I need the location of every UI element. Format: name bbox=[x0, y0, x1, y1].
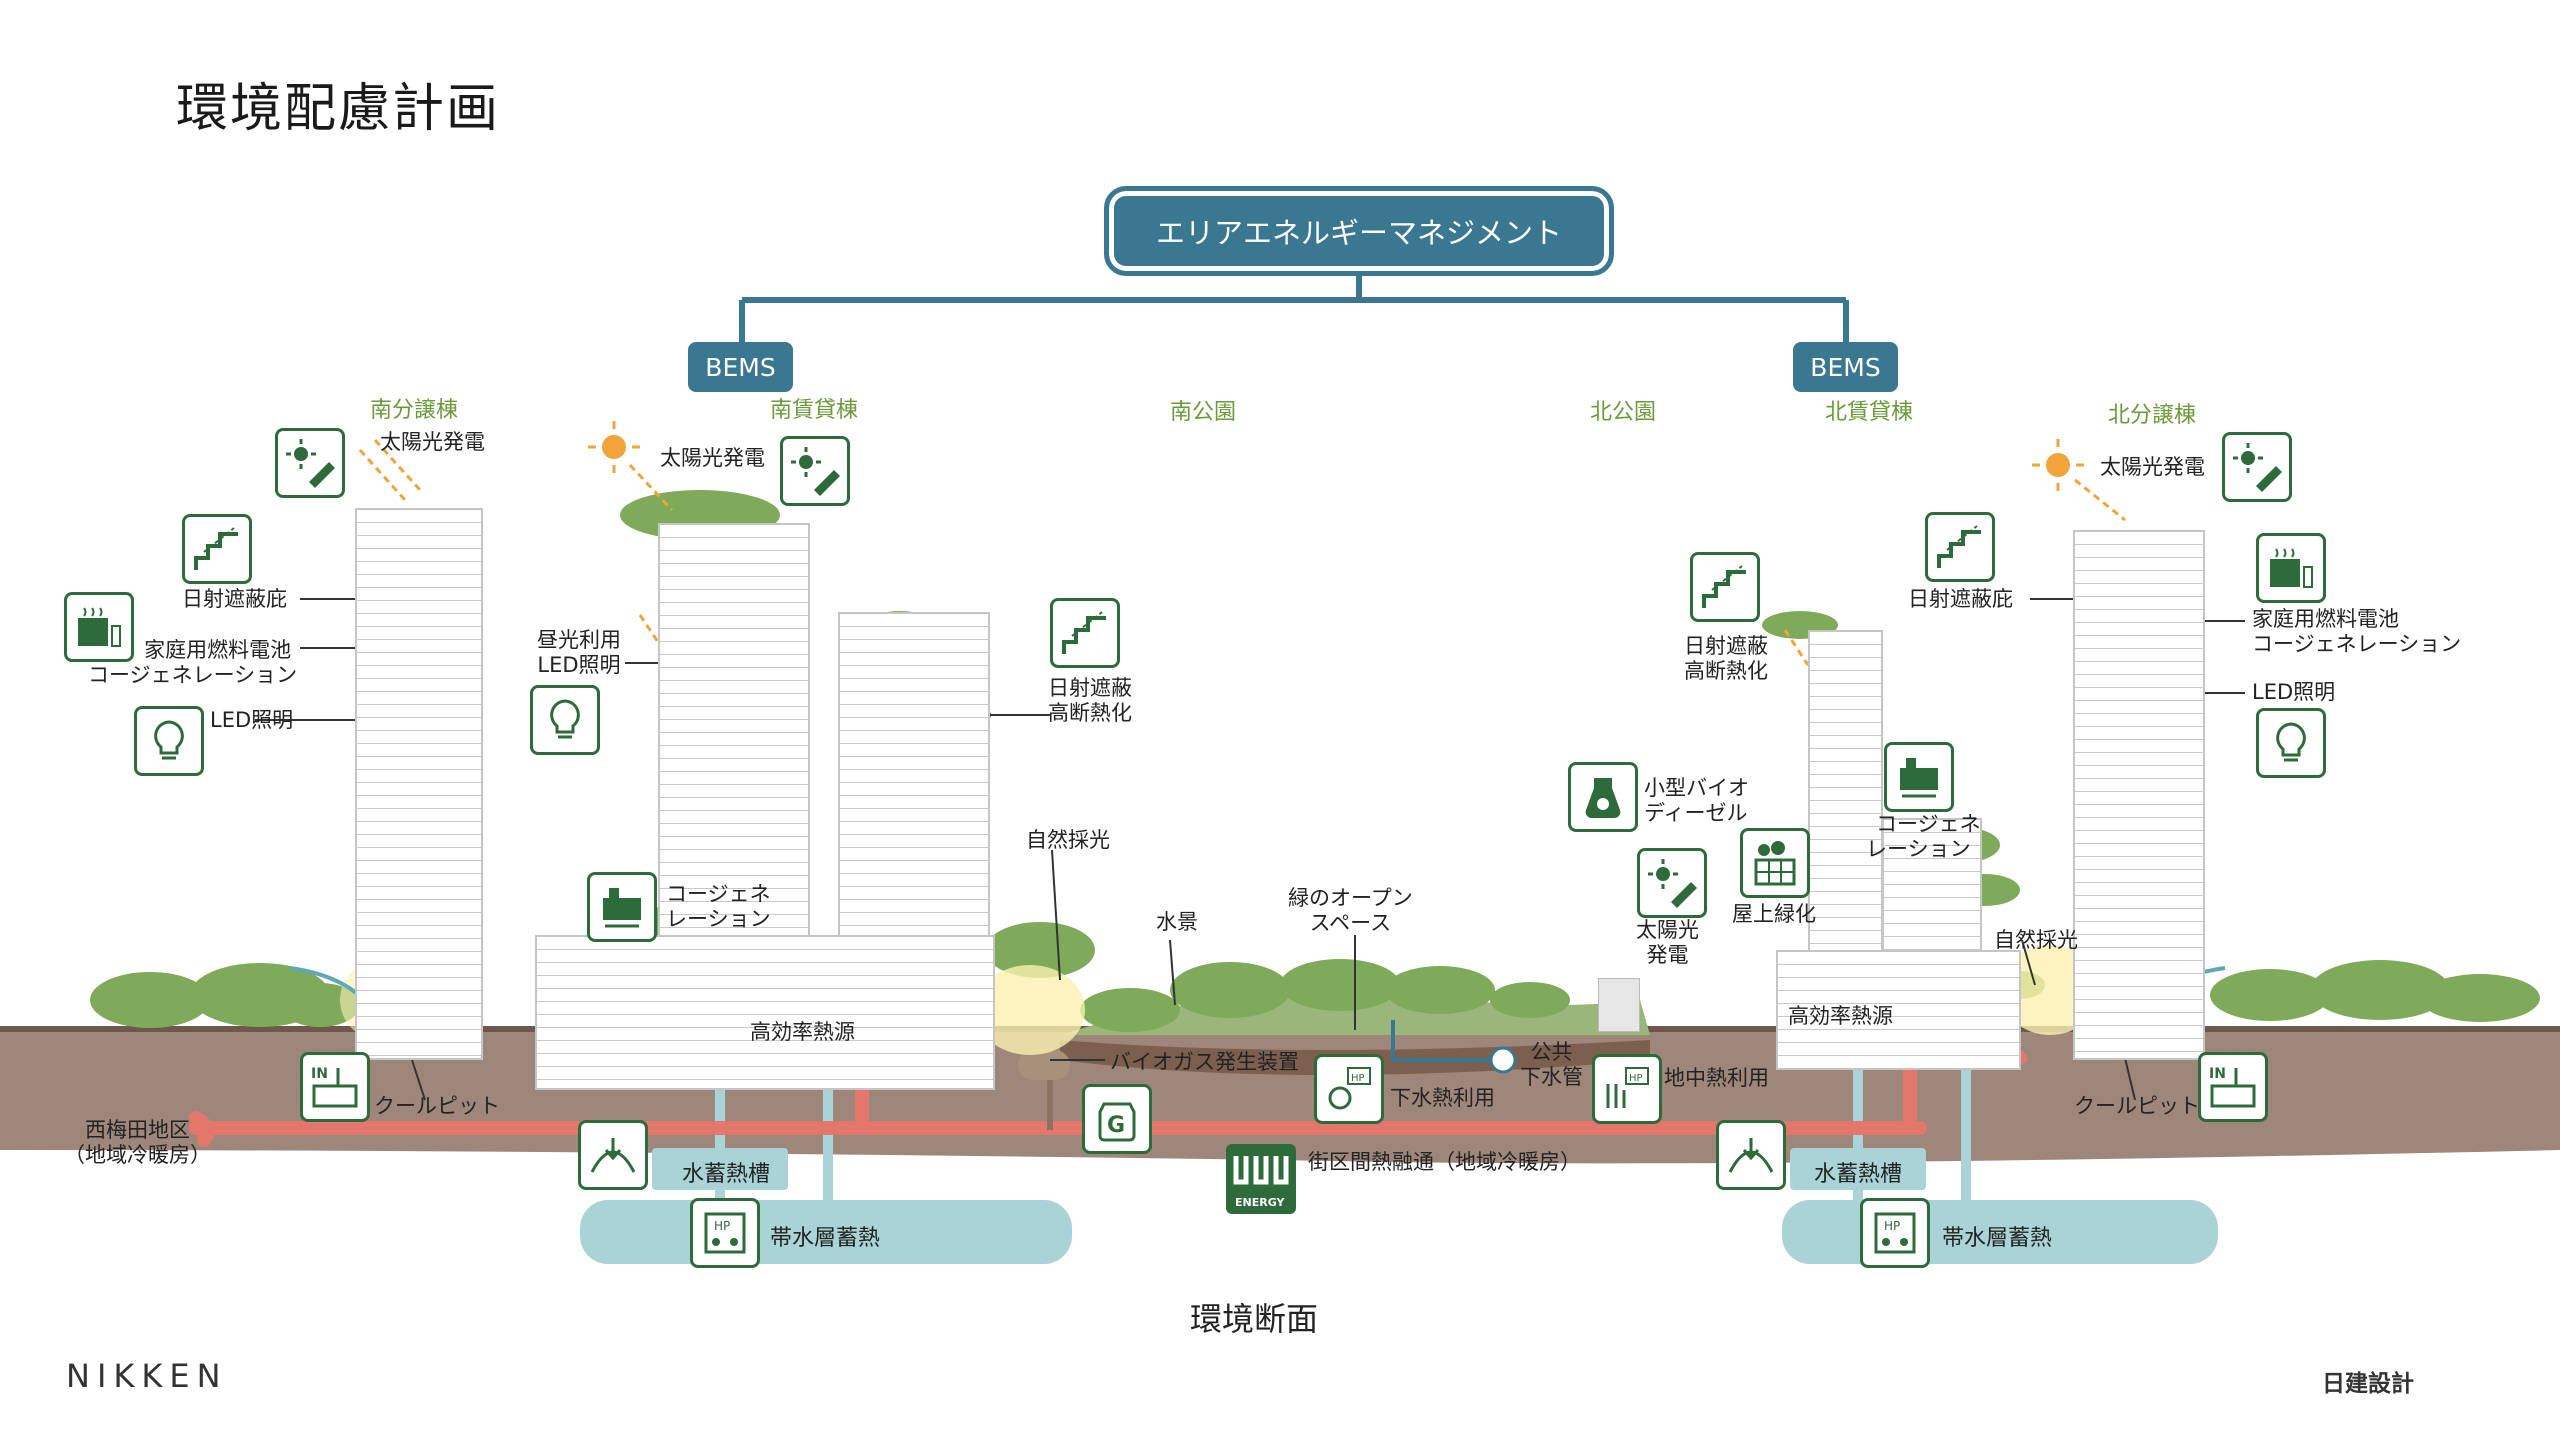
park-building bbox=[1598, 978, 1640, 1032]
heat-pump-icon: HP bbox=[1860, 1198, 1930, 1268]
sun-shade-icon bbox=[1050, 598, 1120, 668]
label-water-tank-2: 水蓄熱槽 bbox=[1814, 1162, 1903, 1187]
roof-greening-icon bbox=[1740, 828, 1810, 898]
svg-text:G: G bbox=[1107, 1113, 1125, 1138]
bems-left: BEMS bbox=[688, 342, 793, 392]
label-biogas: バイオガス発生装置 bbox=[1110, 1050, 1299, 1074]
biogas-unit bbox=[1018, 1050, 1070, 1080]
label-shade-2: 日射遮蔽庇 bbox=[1908, 587, 2013, 611]
label-south-rent: 南賃貸棟 bbox=[770, 398, 859, 423]
svg-text:IN: IN bbox=[311, 1066, 328, 1082]
label-south-park: 南公園 bbox=[1170, 400, 1237, 425]
label-bio-diesel: 小型バイオディーゼル bbox=[1644, 776, 1749, 825]
sun-icons bbox=[602, 435, 2070, 477]
label-cool-pit-1: クールピット bbox=[374, 1094, 500, 1118]
solar-panel-icon bbox=[1637, 848, 1707, 918]
south-rent-annex bbox=[838, 612, 990, 947]
solar-panel-icon bbox=[2222, 432, 2292, 502]
cogeneration-icon bbox=[587, 872, 657, 942]
cool-pit-icon: IN bbox=[2198, 1052, 2268, 1122]
heat-storage-icon bbox=[1716, 1120, 1786, 1190]
label-aquifer-2: 帯水層蓄熱 bbox=[1942, 1226, 2053, 1251]
svg-text:HP: HP bbox=[1629, 1073, 1643, 1084]
cool-pit-icon: IN bbox=[300, 1052, 370, 1122]
sewer-pipe bbox=[1391, 1020, 1500, 1062]
label-roof-green: 屋上緑化 bbox=[1732, 902, 1816, 926]
sun-shade-icon bbox=[1690, 552, 1760, 622]
heat-pump-icon: HP bbox=[690, 1198, 760, 1268]
svg-text:ENERGY: ENERGY bbox=[1235, 1196, 1285, 1209]
svg-text:HP: HP bbox=[714, 1219, 730, 1233]
label-geo-heat: 地中熱利用 bbox=[1664, 1066, 1769, 1090]
south-podium bbox=[535, 935, 995, 1090]
label-fuelcell-1: 家庭用燃料電池コージェネレーション bbox=[88, 638, 298, 687]
label-cogen-2: コージェネレーション bbox=[1866, 812, 1981, 861]
label-solar-south-rent: 太陽光発電 bbox=[660, 446, 765, 470]
fuel-cell-icon bbox=[2256, 533, 2326, 603]
label-natural-light-2: 自然採光 bbox=[1994, 928, 2078, 952]
label-public-sewer: 公共下水管 bbox=[1520, 1040, 1583, 1089]
svg-text:HP: HP bbox=[1351, 1073, 1365, 1084]
area-energy-management: エリアエネルギーマネジメント bbox=[1104, 186, 1614, 276]
sewer-heat-pump-icon: HP bbox=[1314, 1054, 1384, 1124]
geothermal-icon: HP bbox=[1592, 1054, 1662, 1124]
bio-diesel-icon bbox=[1568, 762, 1638, 832]
bems-right: BEMS bbox=[1793, 342, 1898, 392]
label-water-scape: 水景 bbox=[1156, 910, 1198, 934]
solar-panel-icon bbox=[780, 436, 850, 506]
label-nishiumeda: 西梅田地区（地域冷暖房） bbox=[64, 1118, 211, 1167]
label-north-sale: 北分譲棟 bbox=[2108, 403, 2197, 428]
label-north-rent: 北賃貸棟 bbox=[1825, 400, 1914, 425]
label-solar-small: 太陽光発電 bbox=[1636, 918, 1699, 967]
label-shade-insulation-2: 日射遮蔽高断熱化 bbox=[1684, 634, 1768, 683]
north-sale-tower bbox=[2073, 530, 2205, 1060]
svg-text:HP: HP bbox=[1884, 1219, 1900, 1233]
label-water-tank-1: 水蓄熱槽 bbox=[682, 1162, 771, 1187]
sun-shade-icon bbox=[1925, 512, 1995, 582]
label-solar-south-sale: 太陽光発電 bbox=[380, 430, 485, 454]
cogeneration-icon bbox=[1884, 742, 1954, 812]
label-led-1: LED照明 bbox=[210, 708, 294, 732]
label-heat-source-2: 高効率熱源 bbox=[1788, 1004, 1893, 1028]
label-solar-north-sale: 太陽光発電 bbox=[2100, 455, 2205, 479]
label-north-park: 北公園 bbox=[1590, 400, 1657, 425]
heat-storage-icon bbox=[578, 1120, 648, 1190]
led-bulb-icon bbox=[530, 685, 600, 755]
label-cool-pit-2: クールピット bbox=[2074, 1094, 2200, 1118]
label-district-network: 街区間熱融通（地域冷暖房） bbox=[1308, 1150, 1581, 1174]
label-aquifer-1: 帯水層蓄熱 bbox=[770, 1226, 881, 1251]
label-led-2: LED照明 bbox=[2252, 680, 2336, 704]
hierarchy-lines bbox=[739, 276, 1849, 342]
led-bulb-icon bbox=[2256, 708, 2326, 778]
biogas-g-icon: G bbox=[1082, 1084, 1152, 1154]
sun-shade-icon bbox=[182, 514, 252, 584]
page-title: 環境配慮計画 bbox=[176, 79, 501, 139]
label-natural-light-1: 自然採光 bbox=[1026, 828, 1110, 852]
led-bulb-icon bbox=[134, 706, 204, 776]
nikken-sekkei-logo: 日建設計 bbox=[2322, 1371, 2414, 1397]
label-green-open-space: 緑のオープンスペース bbox=[1288, 886, 1413, 935]
fuel-cell-icon bbox=[64, 592, 134, 662]
label-shade-1: 日射遮蔽庇 bbox=[182, 587, 287, 611]
label-fuelcell-2: 家庭用燃料電池コージェネレーション bbox=[2252, 607, 2462, 656]
section-caption: 環境断面 bbox=[1190, 1300, 1319, 1338]
south-sale-tower bbox=[355, 508, 483, 1060]
solar-panel-icon bbox=[275, 428, 345, 498]
label-shade-insulation-1: 日射遮蔽高断熱化 bbox=[1048, 676, 1132, 725]
label-sewer-heat: 下水熱利用 bbox=[1390, 1086, 1495, 1110]
label-south-sale: 南分譲棟 bbox=[370, 398, 459, 423]
label-cogen-1: コージェネレーション bbox=[666, 882, 771, 931]
nikken-logo: NIKKEN bbox=[66, 1357, 228, 1395]
energy-network-icon: ENERGY bbox=[1226, 1144, 1296, 1214]
label-heat-source-1: 高効率熱源 bbox=[750, 1020, 855, 1044]
north-podium bbox=[1776, 950, 2021, 1070]
svg-text:IN: IN bbox=[2209, 1066, 2226, 1082]
